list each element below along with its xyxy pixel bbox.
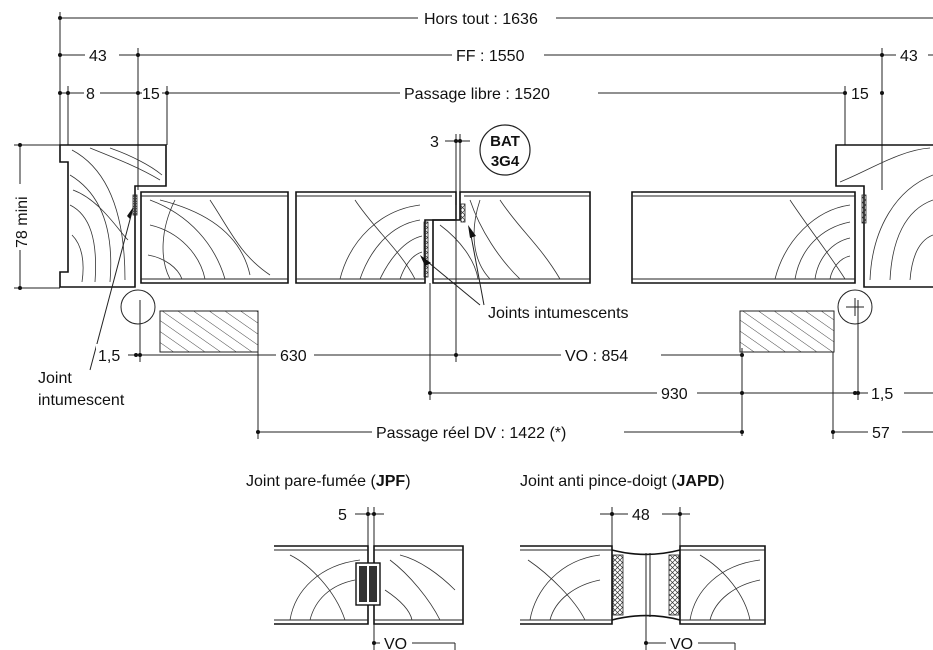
dim-630: 630: [280, 348, 307, 365]
width-48-label: 48: [632, 507, 650, 524]
gap-5-label: 5: [338, 507, 347, 524]
vo-854-label: VO : 854: [565, 348, 628, 365]
badge-line1: BAT: [490, 133, 520, 150]
detail-jpf: Joint pare-fumée (JPF) 5 VO: [246, 473, 464, 650]
dim-1-5-right: 1,5: [871, 386, 893, 403]
right-frame: [835, 144, 933, 288]
dim-8: 8: [86, 86, 95, 103]
dim-43-right: 43: [900, 48, 918, 65]
detail-japd: Joint anti pince-doigt (JAPD) 48 VO: [520, 473, 766, 650]
passage-reel-label: Passage réel DV : 1422 (*): [376, 425, 566, 442]
dim-hors-tout: Hors tout : 1636: [58, 6, 933, 145]
ff-label: FF : 1550: [456, 48, 525, 65]
pivots: [120, 289, 873, 325]
dim-15-left: 15: [142, 86, 160, 103]
dim-gap-3: 3: [430, 134, 470, 205]
leaders: Joints intumescents Joint intumescent: [38, 206, 629, 409]
dim-15-right: 15: [851, 86, 869, 103]
joints-intumescents-label: Joints intumescents: [488, 305, 629, 322]
dim-57: 57: [872, 425, 890, 442]
dim-passage-libre: 8 15 Passage libre : 1520 15: [58, 82, 884, 145]
left-frame: [59, 144, 167, 288]
joint-intumescent-label-2: intumescent: [38, 392, 125, 409]
vo-japd-label: VO: [670, 636, 693, 650]
right-door-leaf: [631, 191, 856, 284]
left-door-leaf: [140, 191, 289, 284]
bat-badge: BAT 3G4: [479, 124, 531, 176]
hors-tout-label: Hors tout : 1636: [424, 11, 538, 28]
gap-3-label: 3: [430, 134, 439, 151]
dim-930: 930 1,5: [428, 283, 933, 404]
japd-title: Joint anti pince-doigt (JAPD): [520, 473, 725, 490]
dim-height-78: 78 mini: [10, 143, 60, 290]
centre-right-leaf: [432, 191, 591, 284]
dim-passage-reel: Passage réel DV : 1422 (*) 57: [256, 352, 933, 443]
dim-930-label: 930: [661, 386, 688, 403]
passage-libre-label: Passage libre : 1520: [404, 86, 550, 103]
opening-hatches: [159, 310, 835, 353]
height-78-label: 78 mini: [14, 196, 31, 248]
joint-intumescent-label-1: Joint: [38, 370, 72, 387]
dim-630-vo854: 1,5 630 VO : 854: [96, 205, 744, 436]
jpf-title: Joint pare-fumée (JPF): [246, 473, 411, 490]
dim-ff: 43 FF : 1550 43: [58, 44, 933, 190]
dim-43-left: 43: [89, 48, 107, 65]
centre-left-leaf: [295, 191, 457, 284]
vo-jpf-label: VO: [384, 636, 407, 650]
dim-1-5-left: 1,5: [98, 348, 120, 365]
badge-line2: 3G4: [491, 153, 520, 170]
